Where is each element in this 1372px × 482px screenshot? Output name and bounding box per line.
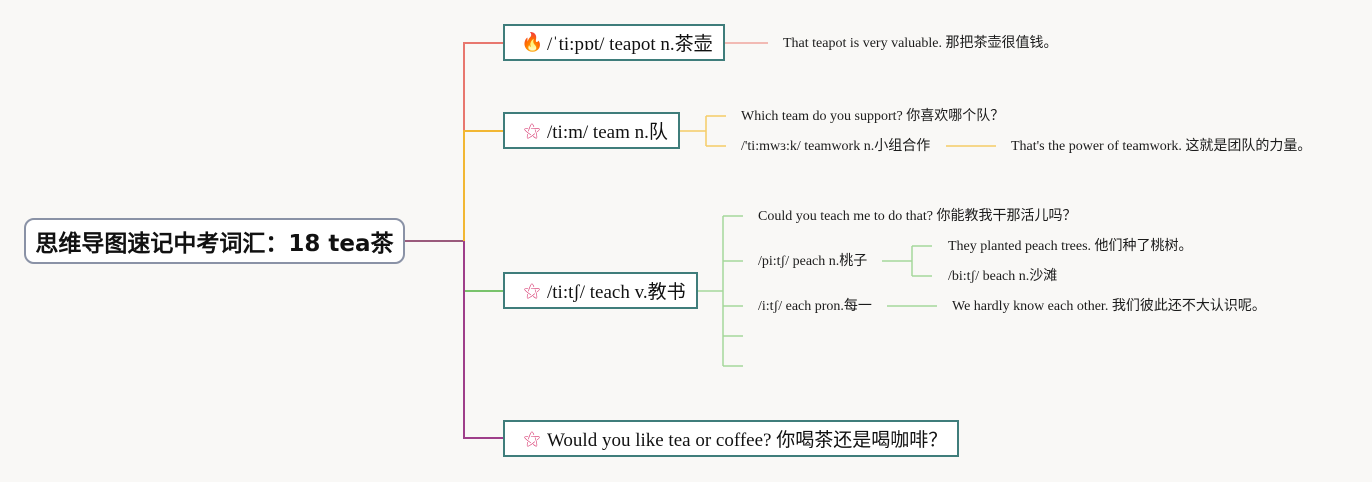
branch-teach[interactable]: ⚝ /ti:tʃ/ teach v.教书 — [503, 272, 698, 309]
leaf-peach-example[interactable]: They planted peach trees. 他们种了桃树。 — [948, 238, 1193, 256]
root-topic[interactable]: 思维导图速记中考词汇：18 tea茶 — [24, 218, 405, 264]
leaf-beach-text: /bi:tʃ/ beach n.沙滩 — [948, 269, 1058, 284]
leaf-beach[interactable]: /bi:tʃ/ beach n.沙滩 — [948, 268, 1057, 286]
branch-sentence-label: Would you like tea or coffee? 你喝茶还是喝咖啡？ — [547, 430, 948, 451]
branch-team-label: /ti:m/ team n.队 — [547, 122, 668, 143]
connector-teapot — [463, 42, 503, 241]
leaf-team-example[interactable]: Which team do you support? 你喜欢哪个队？ — [741, 108, 1004, 126]
root-title: 思维导图速记中考词汇：18 tea茶 — [35, 231, 394, 257]
leaf-teamwork-example-text: That's the power of teamwork. 这就是团队的力量。 — [1011, 139, 1312, 154]
connector-team-children — [677, 115, 726, 147]
leaf-peach-text: /pi:tʃ/ peach n.桃子 — [758, 254, 868, 269]
leaf-teamwork-text: /'ti:mwɜ:k/ teamwork n.小组合作 — [741, 139, 931, 154]
leaf-each-example[interactable]: We hardly know each other. 我们彼此还不大认识呢。 — [952, 298, 1266, 316]
connector-peach-children — [882, 245, 932, 277]
fire-icon: 🔥 — [521, 32, 544, 52]
leaf-teach-example[interactable]: Could you teach me to do that? 你能教我干那活儿吗… — [758, 208, 1076, 226]
leaf-each[interactable]: /i:tʃ/ each pron.每一 — [758, 298, 872, 316]
connector-sentence — [463, 241, 503, 439]
leaf-teapot-example-text: That teapot is very valuable. 那把茶壶很值钱。 — [783, 36, 1058, 51]
leaf-empty[interactable] — [758, 328, 768, 346]
leaf-teach-example-text: Could you teach me to do that? 你能教我干那活儿吗… — [758, 209, 1077, 224]
branch-teach-label: /ti:tʃ/ teach v.教书 — [547, 282, 686, 303]
branch-sentence[interactable]: ⚝ Would you like tea or coffee? 你喝茶还是喝咖啡… — [503, 420, 960, 457]
leaf-team-example-text: Which team do you support? 你喜欢哪个队？ — [741, 109, 1005, 124]
connector-teach — [463, 241, 503, 292]
connector-team — [463, 130, 503, 241]
leaf-teapot-example[interactable]: That teapot is very valuable. 那把茶壶很值钱。 — [783, 35, 1058, 53]
branch-team[interactable]: ⚝ /ti:m/ team n.队 — [503, 112, 680, 149]
branch-teapot-label: /ˈti:pɒt/ teapot n.茶壶 — [547, 34, 713, 55]
magic-wand-icon: ⚝ — [523, 280, 541, 301]
leaf-each-text: /i:tʃ/ each pron.每一 — [758, 299, 872, 314]
branch-teapot[interactable]: 🔥 /ˈti:pɒt/ teapot n.茶壶 — [503, 24, 725, 61]
leaf-peach-example-text: They planted peach trees. 他们种了桃树。 — [948, 239, 1193, 254]
leaf-teamwork[interactable]: /'ti:mwɜ:k/ teamwork n.小组合作 — [741, 138, 930, 156]
magic-wand-icon: ⚝ — [523, 428, 541, 449]
leaf-teamwork-example[interactable]: That's the power of teamwork. 这就是团队的力量。 — [1011, 138, 1311, 156]
leaf-empty[interactable] — [758, 358, 768, 376]
leaf-peach[interactable]: /pi:tʃ/ peach n.桃子 — [758, 253, 867, 271]
magic-wand-icon: ⚝ — [523, 120, 541, 141]
leaf-each-example-text: We hardly know each other. 我们彼此还不大认识呢。 — [952, 299, 1266, 314]
connector-teach-children — [694, 215, 743, 367]
